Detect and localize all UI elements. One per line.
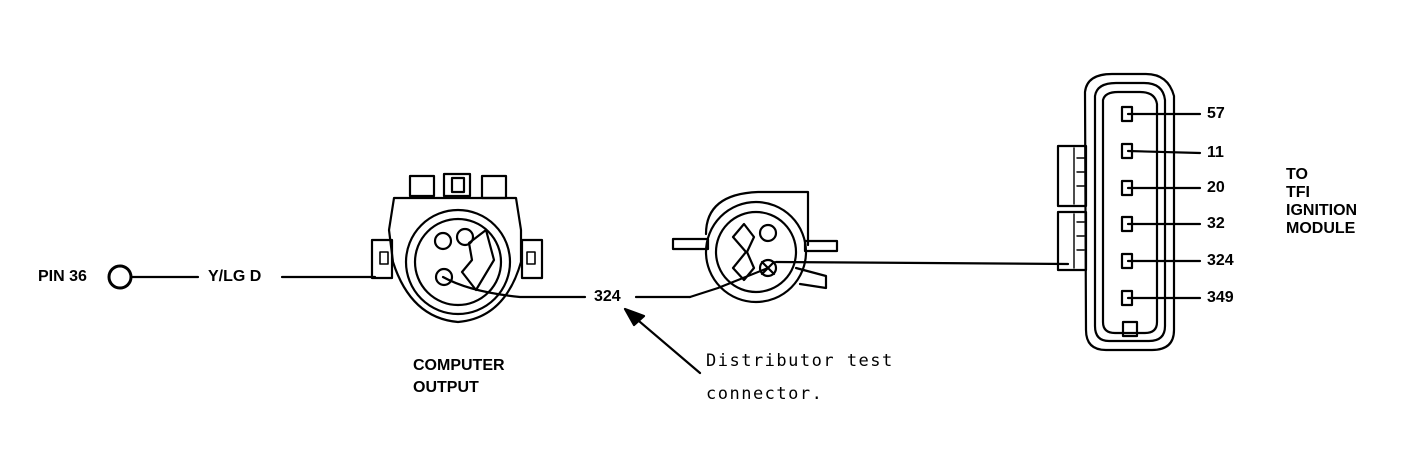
callout-arrow-line bbox=[631, 314, 702, 375]
wire-324-right bbox=[688, 266, 770, 299]
pin-36-label: PIN 36 bbox=[38, 268, 87, 285]
wire-324-left bbox=[441, 275, 587, 299]
tfi-label-line3: IGNITION bbox=[1286, 202, 1358, 219]
module-pin-label: 20 bbox=[1207, 179, 1225, 196]
module-pin-label: 11 bbox=[1207, 144, 1224, 161]
computer-output-connector bbox=[370, 172, 544, 324]
distributor-test-connector bbox=[671, 190, 839, 304]
circuit-324-label: 324 bbox=[594, 288, 621, 305]
callout-arrowhead bbox=[623, 307, 646, 327]
computer-output-label-line2: OUTPUT bbox=[413, 379, 479, 396]
tfi-label-line1: TO bbox=[1286, 166, 1308, 183]
tfi-label-line4: MODULE bbox=[1286, 220, 1356, 237]
module-pin-label: 57 bbox=[1207, 105, 1225, 122]
module-pin-label: 324 bbox=[1207, 252, 1234, 269]
module-pin-label: 349 bbox=[1207, 289, 1234, 306]
tfi-module-connector bbox=[1056, 72, 1202, 352]
wire-color-label: Y/LG D bbox=[208, 268, 262, 285]
module-pin-label: 32 bbox=[1207, 215, 1225, 232]
computer-output-label-line1: COMPUTER bbox=[413, 357, 505, 374]
callout-text-line2: connector. bbox=[706, 384, 824, 404]
pin-36-terminal bbox=[107, 264, 133, 290]
tfi-label-line2: TFI bbox=[1286, 184, 1310, 201]
callout-text-line1: Distributor test bbox=[706, 351, 894, 371]
wire-to-tfi-module bbox=[774, 260, 1070, 266]
